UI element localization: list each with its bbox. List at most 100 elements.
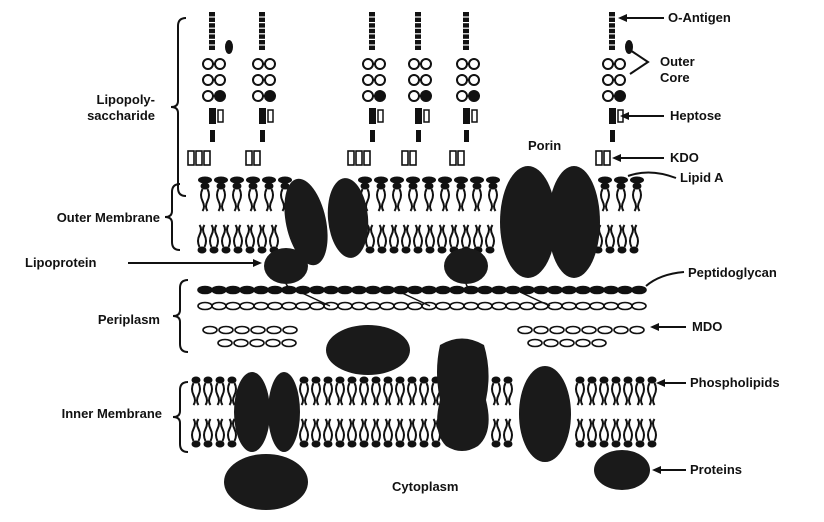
kdo-unit xyxy=(246,151,252,165)
outer-inner-leaflet-lipid xyxy=(438,225,447,254)
lps-chains xyxy=(188,12,633,165)
peptidoglycan-unit xyxy=(338,287,352,294)
core-sugar xyxy=(265,75,275,85)
phospholipid-upper xyxy=(384,377,393,406)
mdo-unit xyxy=(614,327,628,334)
lipid-tail xyxy=(630,225,633,247)
core-sugar xyxy=(203,75,213,85)
lipid-tail xyxy=(588,383,591,405)
peptidoglycan-unit xyxy=(324,287,338,294)
peptidoglycan-unit xyxy=(506,303,520,310)
lipid-head xyxy=(612,441,621,448)
kdo-unit xyxy=(604,151,610,165)
arrow-proteins xyxy=(652,466,686,474)
phospholipid-lower xyxy=(336,419,345,448)
lipid-tail xyxy=(222,189,225,211)
label-proteins: Proteins xyxy=(690,462,742,478)
kdo-unit xyxy=(458,151,464,165)
peptidoglycan-unit xyxy=(520,303,534,310)
lipid-tail xyxy=(462,189,465,211)
heptose-unit xyxy=(378,110,383,122)
core-sugar xyxy=(615,91,625,101)
lipid-tail xyxy=(426,225,429,247)
lipid-tail xyxy=(348,383,351,405)
peptidoglycan-unit xyxy=(352,303,366,310)
lipid-tail xyxy=(611,225,614,247)
lipid-tail xyxy=(653,383,656,405)
lps-chain xyxy=(348,12,385,165)
lipid-a-head xyxy=(390,177,404,184)
o-antigen-unit xyxy=(415,34,421,38)
phospholipid-upper xyxy=(216,377,225,406)
peptidoglycan-unit xyxy=(240,287,254,294)
lipid-tail xyxy=(497,383,500,405)
lipid-tail xyxy=(353,419,356,441)
lipid-tail xyxy=(638,189,641,211)
lipid-tail xyxy=(221,419,224,441)
mdo-unit xyxy=(267,327,281,334)
lipid-tail xyxy=(329,383,332,405)
phospholipid-upper xyxy=(336,377,345,406)
o-antigen-unit xyxy=(463,40,469,44)
lipid-tail xyxy=(216,383,219,405)
lipid-tail xyxy=(390,225,393,247)
channel-protein xyxy=(437,339,489,452)
lipid-tail xyxy=(365,419,368,441)
lipid-head xyxy=(348,377,357,384)
phospholipid-upper xyxy=(648,377,657,406)
kdo-unit xyxy=(410,151,416,165)
lipid-tail xyxy=(360,383,363,405)
lipid-tail xyxy=(409,189,412,211)
heptose-unit xyxy=(259,108,266,124)
mdo-unit xyxy=(550,327,564,334)
lipid-tail xyxy=(633,189,636,211)
outer-inner-leaflet-lipid xyxy=(222,225,231,254)
phospholipid-lower xyxy=(492,419,501,448)
kdo-unit xyxy=(596,151,602,165)
heptose-unit xyxy=(472,110,477,122)
label-porin: Porin xyxy=(528,138,561,154)
lipid-head xyxy=(648,441,657,448)
lipid-tail xyxy=(504,419,507,441)
lipid-head xyxy=(636,441,645,448)
arrow-head xyxy=(656,379,665,387)
lipid-tail xyxy=(636,383,639,405)
o-antigen-unit xyxy=(369,23,375,27)
lipid-tail xyxy=(206,189,209,211)
mdo-chains xyxy=(203,327,644,347)
lipid-tail xyxy=(407,225,410,247)
peptidoglycan-unit xyxy=(254,287,268,294)
lipid-tail xyxy=(204,383,207,405)
phospholipid-lower xyxy=(324,419,333,448)
core-sugar xyxy=(375,75,385,85)
lipid-tail xyxy=(300,383,303,405)
peptidoglycan-unit xyxy=(450,303,464,310)
label-lipid-a: Lipid A xyxy=(680,170,724,186)
outer-leaflet-lipid xyxy=(601,183,610,212)
lipid-tail xyxy=(450,225,453,247)
phospholipid-upper xyxy=(636,377,645,406)
outer-leaflet-lipid xyxy=(393,183,402,212)
lipid-head xyxy=(192,441,201,448)
lipid-tail xyxy=(438,225,441,247)
outer-leaflet-lipid xyxy=(201,183,210,212)
lipid-a-head xyxy=(422,177,436,184)
lipid-head xyxy=(377,183,386,190)
lipid-a-head xyxy=(438,177,452,184)
lipid-tail xyxy=(396,383,399,405)
outer-leaflet-lipid xyxy=(377,183,386,212)
heptose-unit xyxy=(209,108,216,124)
lipid-head xyxy=(600,441,609,448)
lipid-a-head xyxy=(246,177,260,184)
lipid-tail xyxy=(270,225,273,247)
label-cytoplasm: Cytoplasm xyxy=(392,479,458,495)
label-periplasm: Periplasm xyxy=(40,312,160,328)
inner-protein-a xyxy=(234,372,270,452)
arrow-head xyxy=(620,112,629,120)
phospholipid-upper xyxy=(624,377,633,406)
peptidoglycan-unit xyxy=(408,303,422,310)
label-outer-core-line2: Core xyxy=(660,70,695,86)
phospholipid-lower xyxy=(636,419,645,448)
arrow-phospholipids xyxy=(656,379,686,387)
peptidoglycan-unit xyxy=(380,287,394,294)
